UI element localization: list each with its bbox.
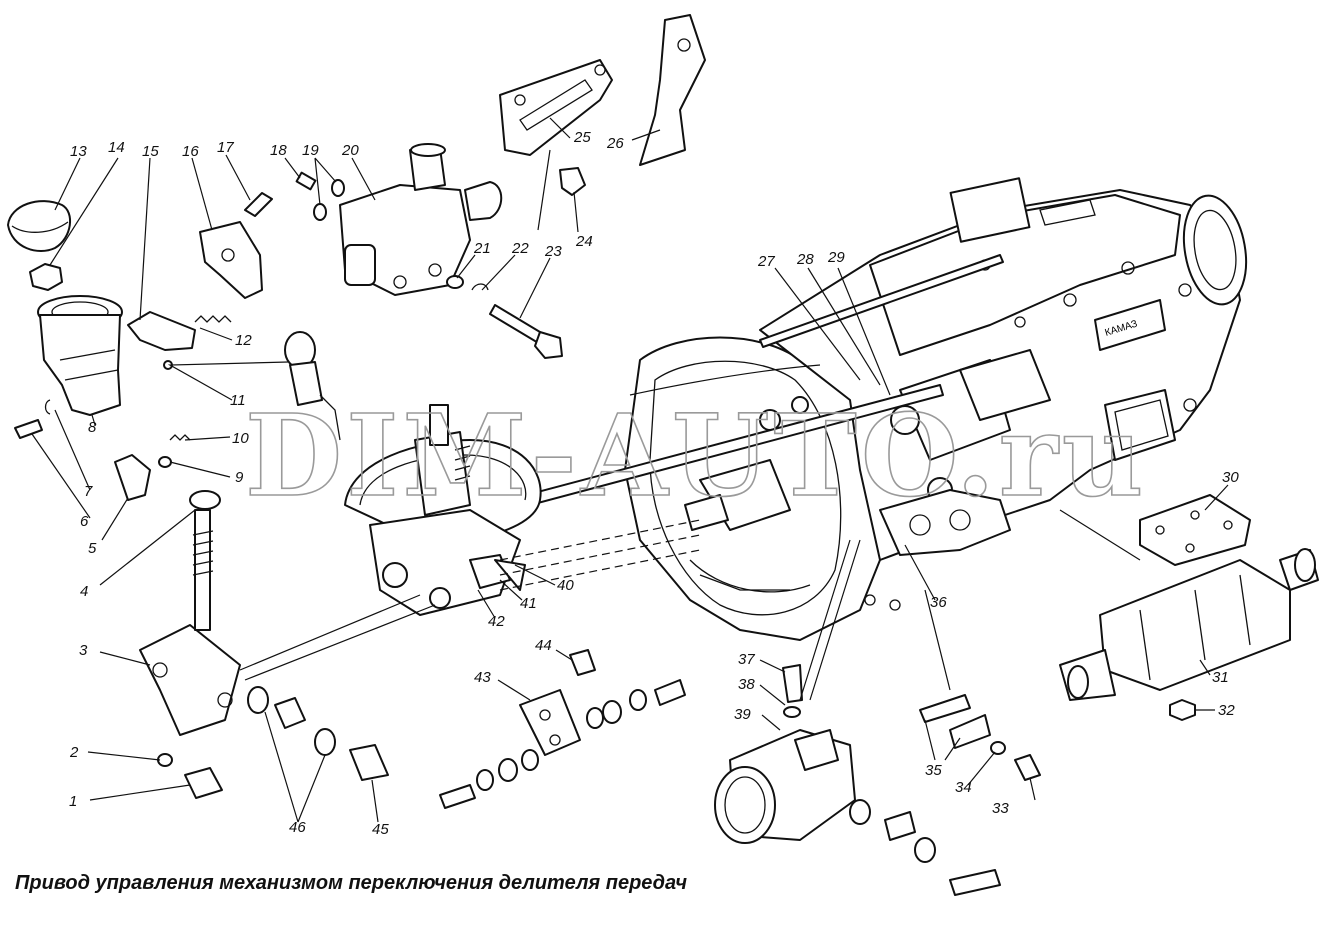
part-6-screw [14,419,43,439]
part-4-rod [189,490,221,631]
part-18-pin [295,171,317,191]
callout-12: 12 [235,332,252,349]
callout-46: 46 [289,819,306,836]
callout-13: 13 [70,143,87,160]
watermark: DIM-AUTO.ru [245,391,1147,522]
part-13-cap [7,200,71,252]
callout-32: 32 [1218,702,1235,719]
callout-5: 5 [88,540,97,557]
callout-6: 6 [80,513,89,530]
part-25-plate [499,59,613,156]
part-5-clip [114,454,151,501]
part-17-bolt [244,192,273,217]
callout-38: 38 [738,676,755,693]
part-30-plate [1139,494,1251,566]
callout-24: 24 [575,233,593,250]
callout-4: 4 [80,583,88,600]
alignment-lines [499,519,701,591]
gearbox-assembly: КАМАЗ [624,177,1248,641]
callout-31: 31 [1212,669,1229,686]
callout-35: 35 [925,762,942,779]
part-23-long-bolt [489,304,563,359]
part-26-bracket [639,14,706,166]
part-16-bracket [199,221,263,299]
callout-7: 7 [84,483,93,500]
callout-17: 17 [217,139,234,156]
part-1-bolt [184,767,223,799]
part-43-block [519,689,581,756]
part-32-nut [1169,699,1196,721]
callout-45: 45 [372,821,389,838]
leader-lines [31,117,1229,823]
part-7-washer [44,399,51,415]
part-8-lever-housing [37,295,123,416]
part-3-bracket [139,624,241,736]
part-45-bolt [349,744,389,781]
callout-15: 15 [142,143,159,160]
callout-19: 19 [302,142,319,159]
callout-11: 11 [230,392,246,409]
callout-25: 25 [573,129,591,146]
callout-2: 2 [69,744,79,761]
part-12-fitting [284,331,341,441]
part-34-washer [990,741,1006,755]
callout-16: 16 [182,143,199,160]
part-33-bolt [1014,754,1041,781]
shift-control-unit [344,404,542,616]
callout-29: 29 [827,249,845,266]
part-2-washer [157,753,173,767]
callout-30: 30 [1222,469,1239,486]
callout-23: 23 [544,243,562,260]
callout-18: 18 [270,142,287,159]
part-20-valve [339,143,503,296]
callout-8: 8 [88,419,97,436]
callout-41: 41 [520,595,537,612]
callout-27: 27 [757,253,775,270]
part-24-bolt [559,167,586,196]
callout-22: 22 [511,240,529,257]
part-21-washer [446,275,464,289]
callout-34: 34 [955,779,972,796]
part-31-valve [1059,548,1319,701]
callout-40: 40 [557,577,574,594]
callout-43: 43 [474,669,491,686]
callout-36: 36 [930,594,947,611]
callout-20: 20 [341,142,359,159]
callout-1: 1 [69,793,77,810]
diagram-caption: Привод управления механизмом переключени… [15,872,688,894]
fittings-chain [439,679,686,809]
part-39-cylinder [714,729,856,844]
callout-21: 21 [473,240,491,257]
part-12-spring [194,315,232,323]
callout-10: 10 [232,430,249,447]
part-22-ring [471,283,489,291]
callout-28: 28 [796,251,814,268]
part-38-washer [783,706,801,718]
callout-26: 26 [606,135,624,152]
callout-labels: 1 2 3 4 5 6 7 8 9 10 11 12 13 14 15 16 1… [69,129,1239,838]
part-37-bolt [782,664,803,703]
part-44-bolt [569,649,596,676]
parts-39-hardware [849,799,1001,896]
part-9-washer [158,456,172,468]
part-19-washers [313,179,345,221]
callout-33: 33 [992,800,1009,817]
part-15-lever [127,311,196,351]
callout-14: 14 [108,139,125,156]
callout-37: 37 [738,651,755,668]
part-10-spring [169,434,191,441]
callout-39: 39 [734,706,751,723]
part-14-nut [29,263,63,291]
callout-42: 42 [488,613,505,630]
callout-9: 9 [235,469,244,486]
callout-44: 44 [535,637,552,654]
part-35-plates [919,694,991,749]
part-46-washers [247,686,336,756]
callout-3: 3 [79,642,88,659]
